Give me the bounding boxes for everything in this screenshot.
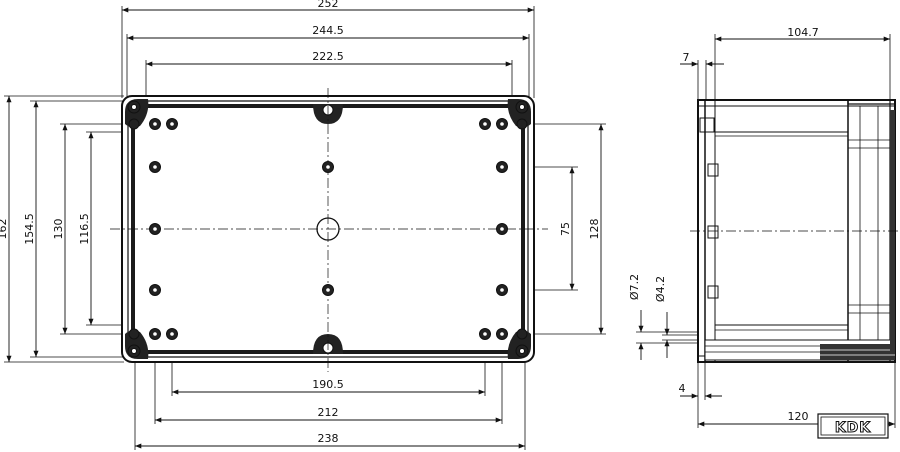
front-extension-lines xyxy=(4,6,606,450)
front-dimension-labels: 252 244.5 222.5 190.5 212 238 162 154.5 … xyxy=(0,0,601,445)
front-centre-lines xyxy=(110,88,548,372)
dim-hole-inner: Ø4.2 xyxy=(654,276,667,302)
dim-lid-height: 154.5 xyxy=(23,213,36,245)
dim-mount-width-b: 212 xyxy=(318,406,339,419)
corner-screw xyxy=(515,100,529,114)
dim-base-offset: 4 xyxy=(679,382,686,395)
dim-overall-height: 162 xyxy=(0,219,9,240)
dim-side-wall: 7 xyxy=(683,51,690,64)
side-dimension-labels: 104.7 7 Ø7.2 Ø4.2 4 120 xyxy=(628,26,819,423)
front-view xyxy=(4,6,606,450)
dim-lid-width: 244.5 xyxy=(312,24,344,37)
dim-inner-height-a: 130 xyxy=(52,219,65,240)
corner-screw xyxy=(127,344,141,358)
kdk-logo: KDK xyxy=(817,413,889,439)
dim-inner-height-b: 116.5 xyxy=(78,213,91,245)
dim-inner-width: 222.5 xyxy=(312,50,344,63)
front-screw-centres xyxy=(153,122,504,336)
dim-mount-width-a: 190.5 xyxy=(312,378,344,391)
dim-side-depth-bottom: 120 xyxy=(788,410,809,423)
side-view xyxy=(636,34,900,428)
dim-base-width: 238 xyxy=(318,432,339,445)
corner-screw xyxy=(515,344,529,358)
corner-screw xyxy=(127,100,141,114)
front-dimension-lines xyxy=(6,7,604,449)
dim-overall-width: 252 xyxy=(318,0,339,10)
dim-hole-outer: Ø7.2 xyxy=(628,274,641,300)
dim-side-depth-top: 104.7 xyxy=(787,26,819,39)
logo-text: KDK xyxy=(835,420,871,436)
side-enclosure xyxy=(697,99,896,363)
dim-mount-height-b: 128 xyxy=(588,219,601,240)
dim-mount-height-a: 75 xyxy=(559,222,572,236)
